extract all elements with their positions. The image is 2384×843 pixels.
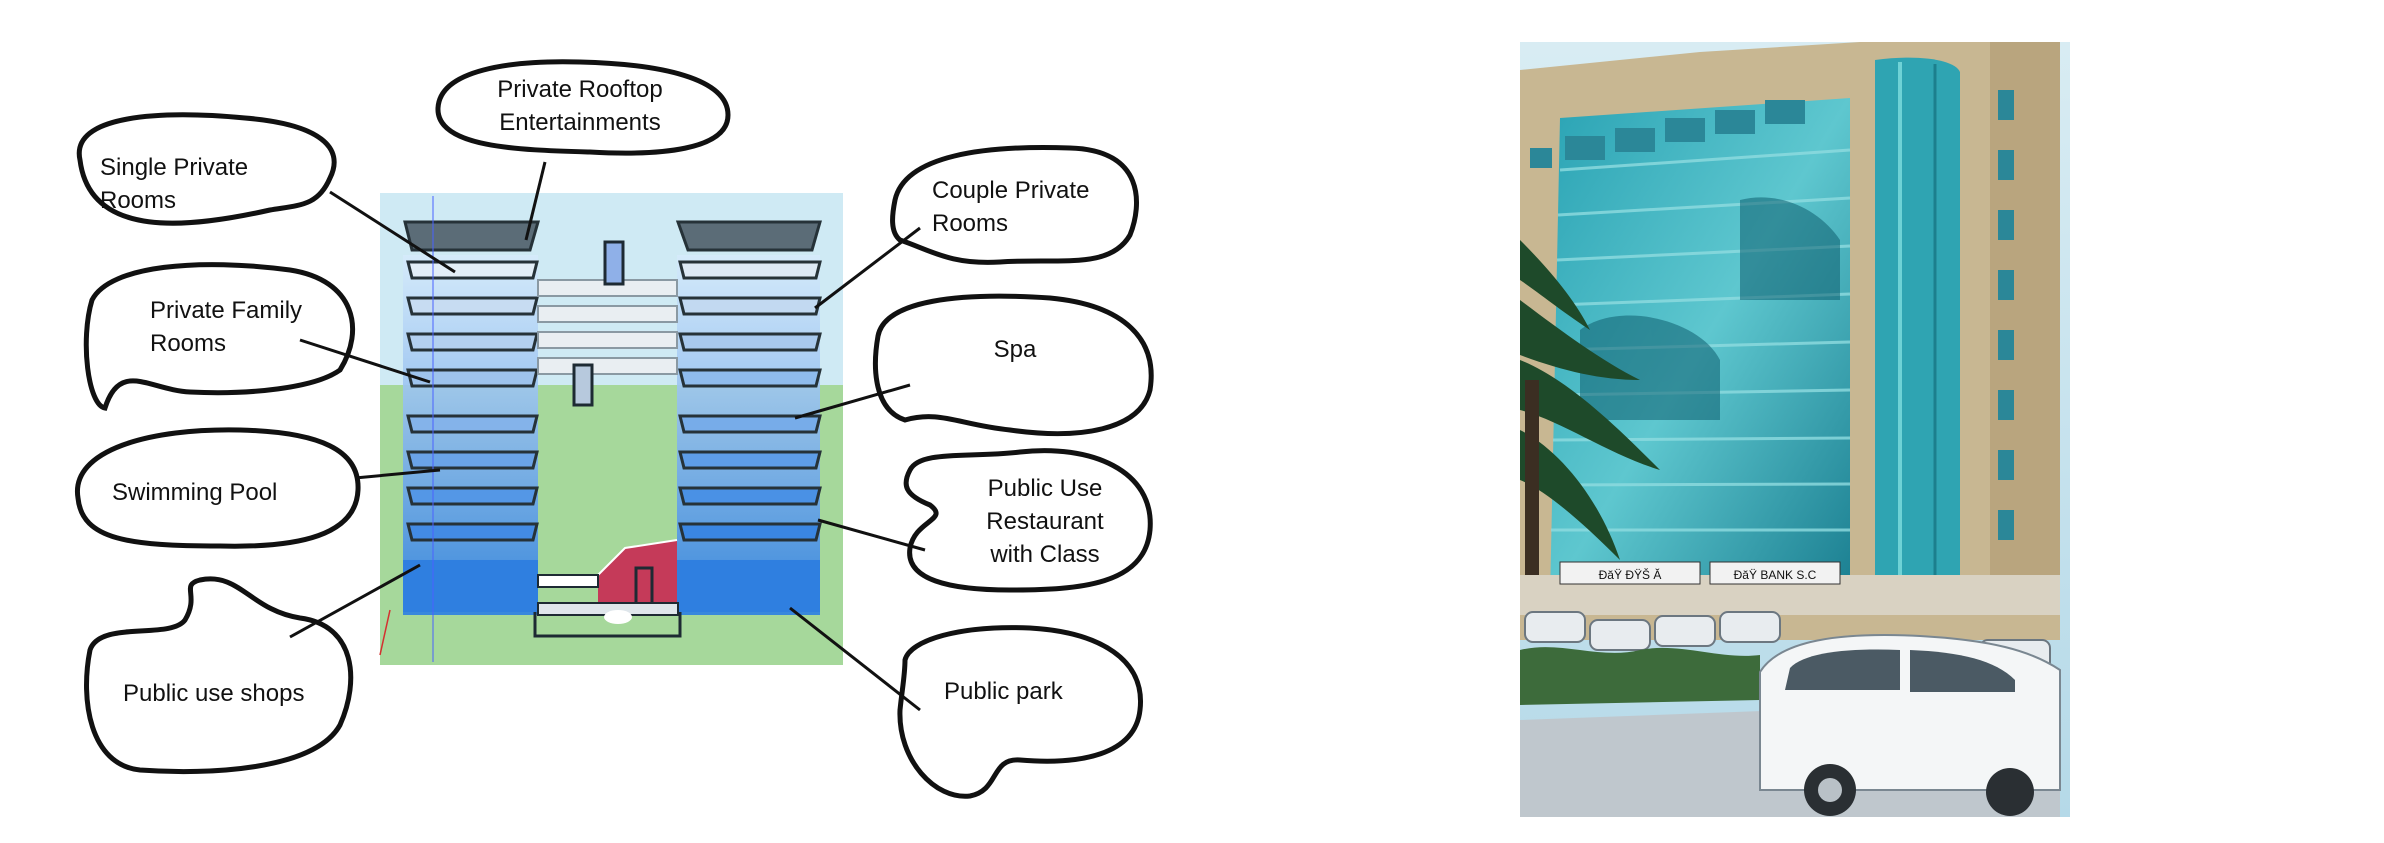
label-restaurant-line1: Public Use	[987, 475, 1103, 502]
middle-bridge	[537, 279, 678, 375]
label-pool: Swimming Pool	[112, 476, 277, 509]
building-photo: ĐăŸ ĐŸŠ Ă ĐăŸ BANK S.C	[1520, 42, 2070, 817]
label-couple-line2: Rooms	[932, 210, 1009, 237]
building-model	[379, 193, 843, 665]
label-park-line1: Public park	[944, 678, 1063, 705]
label-restaurant: Public Use Restaurant with Class	[965, 472, 1125, 571]
lift-core-middle	[572, 363, 594, 407]
photo-sign-left: ĐăŸ ĐŸŠ Ă	[1599, 567, 1662, 582]
left-tower	[403, 220, 540, 615]
label-pool-line1: Swimming Pool	[112, 479, 278, 506]
label-single-line2: Rooms	[100, 187, 177, 214]
white-suv	[1759, 634, 2061, 816]
label-family-line1: Private Family	[150, 297, 303, 324]
callout-bubbles	[75, 59, 1154, 799]
bubble-single	[76, 112, 337, 226]
label-restaurant-line2: Restaurant	[986, 508, 1104, 535]
label-couple-line1: Couple Private	[932, 177, 1090, 204]
label-family: Private Family Rooms	[150, 294, 302, 360]
label-shops-line1: Public use shops	[123, 680, 305, 707]
bubble-spa	[872, 293, 1154, 437]
lift-core-top	[603, 240, 625, 286]
bubble-restaurant	[903, 448, 1153, 593]
bubble-shops	[84, 576, 354, 775]
label-rooftop-line2: Entertainments	[499, 109, 661, 136]
label-family-line2: Rooms	[150, 330, 227, 357]
label-single-line1: Single Private	[100, 154, 249, 181]
label-park: Public park	[944, 675, 1063, 708]
courtyard	[533, 539, 682, 638]
label-rooftop: Private Rooftop Entertainments	[470, 73, 690, 139]
bubble-park	[897, 625, 1143, 799]
label-rooftop-line1: Private Rooftop	[497, 76, 663, 103]
bubble-family	[83, 262, 356, 411]
label-spa-line1: Spa	[993, 336, 1037, 363]
palm-tree	[1520, 240, 1660, 610]
bubble-rooftop	[435, 59, 731, 156]
label-spa: Spa	[970, 333, 1060, 366]
label-single: Single Private Rooms	[100, 151, 248, 217]
bubble-couple	[890, 145, 1140, 265]
label-shops: Public use shops	[123, 677, 304, 710]
bubble-pool	[75, 427, 361, 549]
photo-sign-right: ĐăŸ BANK S.C	[1734, 568, 1817, 582]
leader-lines	[289, 161, 926, 712]
label-couple: Couple Private Rooms	[932, 174, 1089, 240]
label-restaurant-line3: with Class	[990, 541, 1100, 568]
right-tower	[675, 220, 822, 615]
